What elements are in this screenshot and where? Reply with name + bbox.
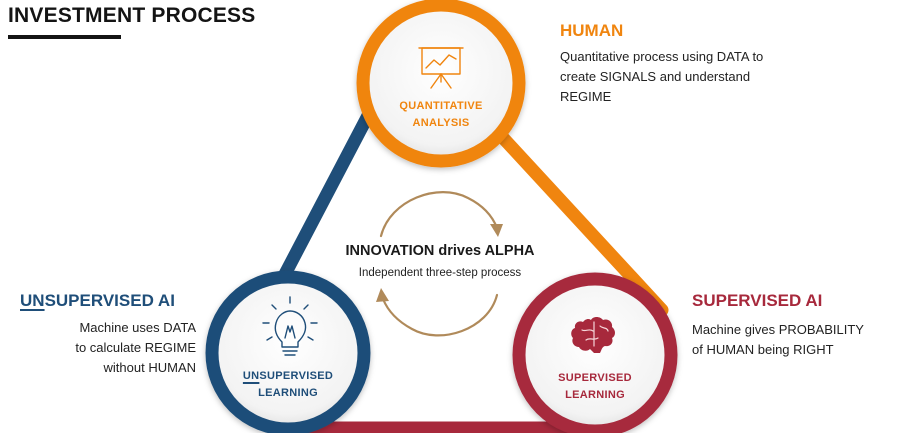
title-underline xyxy=(8,35,121,39)
human-circle-label-line: QUANTITATIVE xyxy=(399,100,483,112)
supervised-heading: SUPERVISED AI xyxy=(692,291,823,310)
lightbulb-icon xyxy=(262,296,318,356)
arrow-top xyxy=(379,191,499,238)
arrow-bottom xyxy=(381,293,499,337)
human-circle-label: QUANTITATIVE ANALYSIS xyxy=(381,98,501,132)
unsupervised-description-line: Machine uses DATA xyxy=(79,320,196,335)
unsupervised-description-line: without HUMAN xyxy=(103,360,196,375)
node-circle-supervised xyxy=(512,272,678,433)
node-circle-human xyxy=(356,0,526,168)
unsupervised-circle-label-prefix: UN xyxy=(242,370,260,382)
unsupervised-heading-rest: SUPERVISED AI xyxy=(44,291,175,310)
human-description-line: create SIGNALS and understand xyxy=(560,69,751,84)
supervised-description-line: of HUMAN being RIGHT xyxy=(692,342,834,357)
human-heading: HUMAN xyxy=(560,21,624,40)
arrowhead-bottom xyxy=(376,288,389,302)
unsupervised-circle-label-line2: LEARNING xyxy=(258,387,318,399)
node-circle-unsupervised xyxy=(205,270,371,433)
unsupervised-heading: UNSUPERVISED AI xyxy=(20,291,175,311)
cycle-arrows xyxy=(379,191,499,337)
chart-presentation-icon xyxy=(418,47,464,89)
human-description-line: Quantitative process using DATA to xyxy=(560,49,764,64)
human-description-line: REGIME xyxy=(560,89,612,104)
human-description: Quantitative process using DATA to creat… xyxy=(560,47,763,107)
unsupervised-heading-prefix: UN xyxy=(20,291,45,310)
unsupervised-description-line: to calculate REGIME xyxy=(75,340,196,355)
center-subtitle: Independent three-step process xyxy=(358,267,522,279)
center-title: INNOVATION drives ALPHA xyxy=(345,243,535,259)
supervised-description: Machine gives PROBABILITY of HUMAN being… xyxy=(692,320,864,360)
supervised-circle-label-line: SUPERVISED xyxy=(558,372,632,384)
arrowhead-top xyxy=(490,224,503,237)
supervised-circle-label: SUPERVISED LEARNING xyxy=(535,370,655,404)
unsupervised-description: Machine uses DATA to calculate REGIME wi… xyxy=(20,318,196,378)
page-title: INVESTMENT PROCESS xyxy=(8,4,256,27)
human-circle-label-line: ANALYSIS xyxy=(412,117,470,129)
unsupervised-circle-label: UNSUPERVISED LEARNING xyxy=(228,368,348,402)
supervised-description-line: Machine gives PROBABILITY xyxy=(692,322,864,337)
supervised-circle-label-line: LEARNING xyxy=(565,389,625,401)
brain-icon xyxy=(571,317,615,353)
unsupervised-circle-label-rest: SUPERVISED xyxy=(259,370,334,382)
